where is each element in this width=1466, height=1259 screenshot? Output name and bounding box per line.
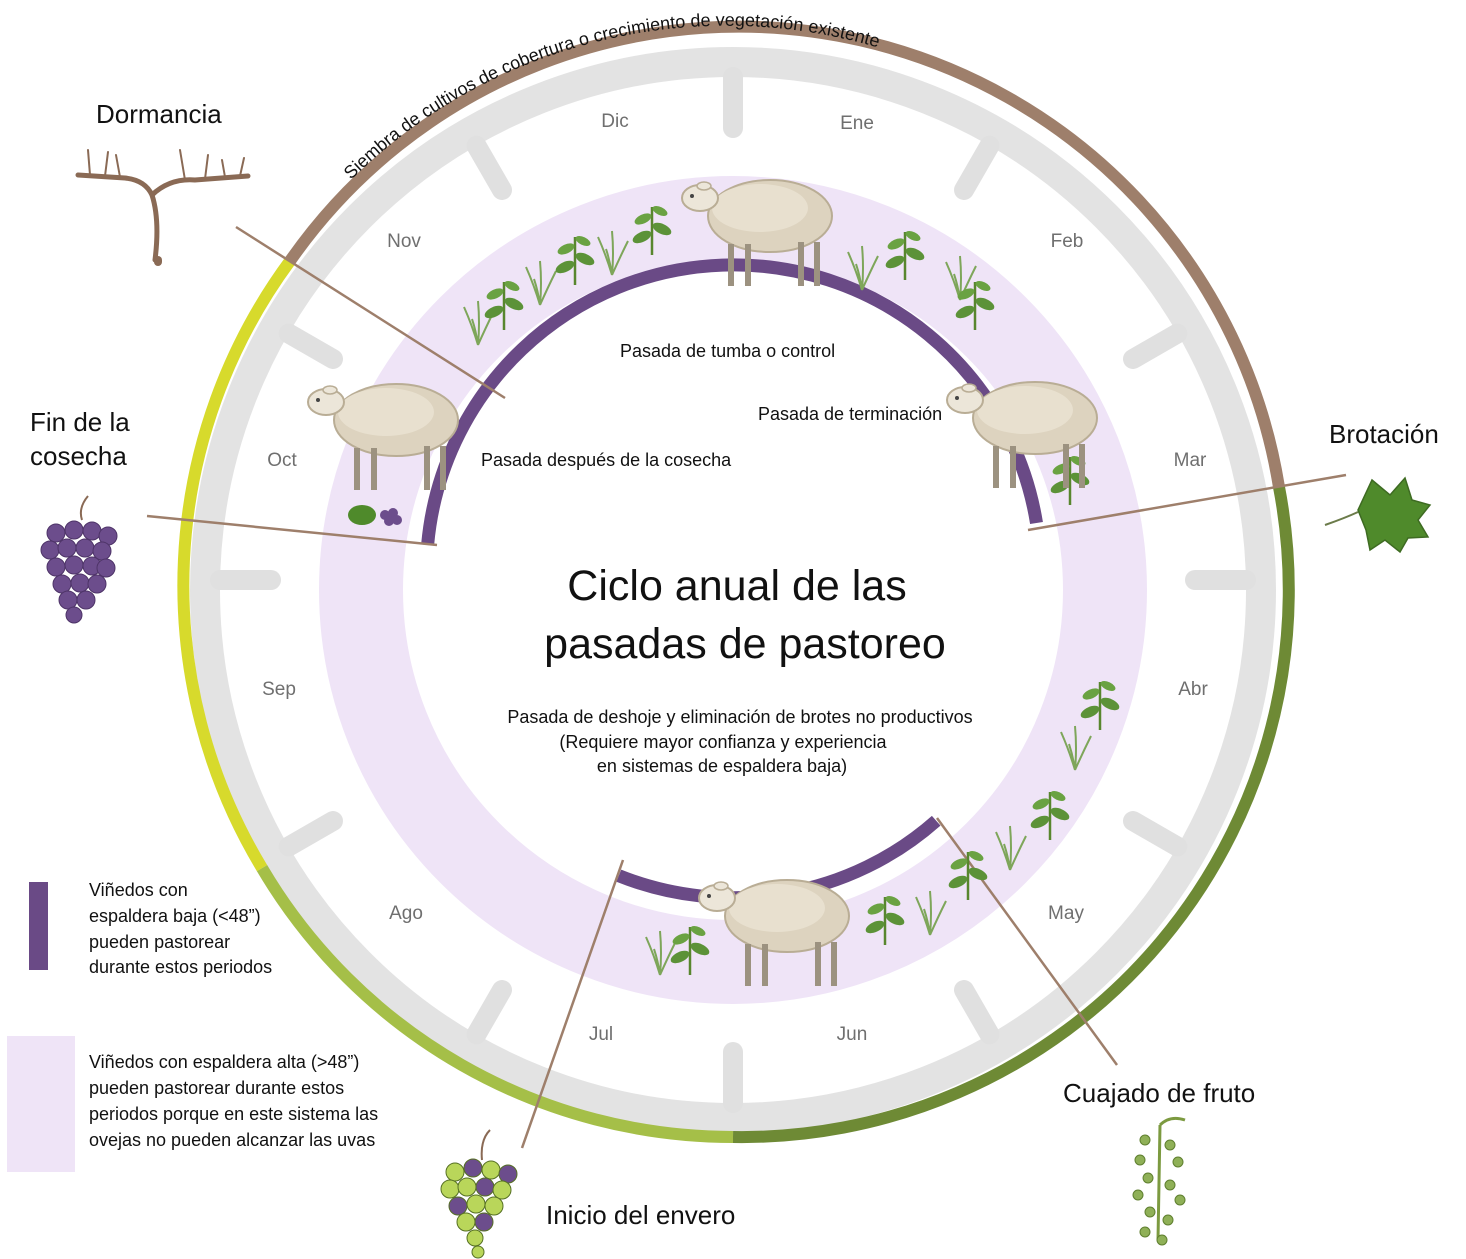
legend-low-trellis-text: espaldera baja (<48”) bbox=[89, 906, 261, 926]
legend-high-trellis-text: ovejas no pueden alcanzar las uvas bbox=[89, 1130, 375, 1150]
vine-leaf-icon bbox=[1324, 476, 1432, 554]
month-ticks bbox=[210, 67, 1256, 1113]
legend-high-trellis-text: pueden pastorear durante estos bbox=[89, 1078, 344, 1098]
pass-leafing-label: Pasada de deshoje y eliminación de brote… bbox=[507, 707, 972, 727]
month-label: Nov bbox=[387, 231, 421, 252]
harvest-yellow-segment bbox=[177, 257, 296, 872]
month-label: Sep bbox=[262, 679, 296, 700]
month-label: Jul bbox=[589, 1024, 613, 1045]
stage-fruit-set-label: Cuajado de fruto bbox=[1063, 1078, 1255, 1108]
legend-low-trellis-swatch bbox=[29, 882, 48, 970]
vine-dormant-icon bbox=[75, 149, 251, 266]
legend-high-trellis-text: Viñedos con espaldera alta (>48”) bbox=[89, 1052, 359, 1072]
month-label: Ago bbox=[389, 903, 423, 924]
diagram-title-line2: pasadas de pastoreo bbox=[544, 620, 946, 668]
stage-budbreak-label: Brotación bbox=[1329, 419, 1439, 449]
diagram-title-line1: Ciclo anual de las bbox=[567, 562, 906, 610]
pass-post-harvest-label: Pasada después de la cosecha bbox=[481, 450, 732, 470]
month-label: Oct bbox=[267, 450, 297, 471]
month-label: Ene bbox=[840, 113, 874, 134]
pass-termination-label: Pasada de terminación bbox=[758, 404, 942, 424]
stage-connectors bbox=[146, 225, 1347, 1149]
month-label: Feb bbox=[1051, 231, 1084, 252]
legend-low-trellis-text: durante estos periodos bbox=[89, 957, 272, 977]
month-labels: Ene Feb Mar Abr May Jun Jul Ago Sep Oct … bbox=[262, 111, 1208, 1045]
growing-light-segment bbox=[256, 865, 734, 1143]
stage-harvest-end-label: Fin de la bbox=[30, 407, 130, 437]
stage-harvest-end-label: cosecha bbox=[30, 441, 127, 471]
month-label: Dic bbox=[601, 111, 628, 132]
grape-leaf-icon bbox=[348, 505, 402, 526]
month-label: May bbox=[1048, 903, 1084, 924]
pass-leafing-note: (Requiere mayor confianza y experiencia bbox=[559, 732, 887, 752]
stage-dormancy-label: Dormancia bbox=[96, 99, 222, 129]
legend-low-trellis-text: pueden pastorear bbox=[89, 932, 230, 952]
outer-ring-base bbox=[190, 47, 1276, 1133]
month-label: Mar bbox=[1174, 450, 1207, 471]
month-label: Jun bbox=[837, 1024, 868, 1045]
pass-knockdown-label: Pasada de tumba o control bbox=[620, 341, 835, 361]
legend-low-trellis-text: Viñedos con bbox=[89, 880, 188, 900]
veraison-grape-icon bbox=[440, 1129, 518, 1259]
pass-leafing-note: en sistemas de espaldera baja) bbox=[597, 756, 847, 776]
cover-crop-segment bbox=[285, 20, 1285, 487]
grape-bunch-icon bbox=[40, 495, 118, 624]
legend-high-trellis-text: periodos porque en este sistema las bbox=[89, 1104, 378, 1124]
month-label: Abr bbox=[1178, 679, 1208, 700]
fruit-set-icon bbox=[1132, 1116, 1186, 1246]
legend-high-trellis-swatch bbox=[7, 1036, 75, 1172]
stage-veraison-label: Inicio del envero bbox=[546, 1200, 735, 1230]
growing-dark-segment bbox=[732, 484, 1295, 1144]
